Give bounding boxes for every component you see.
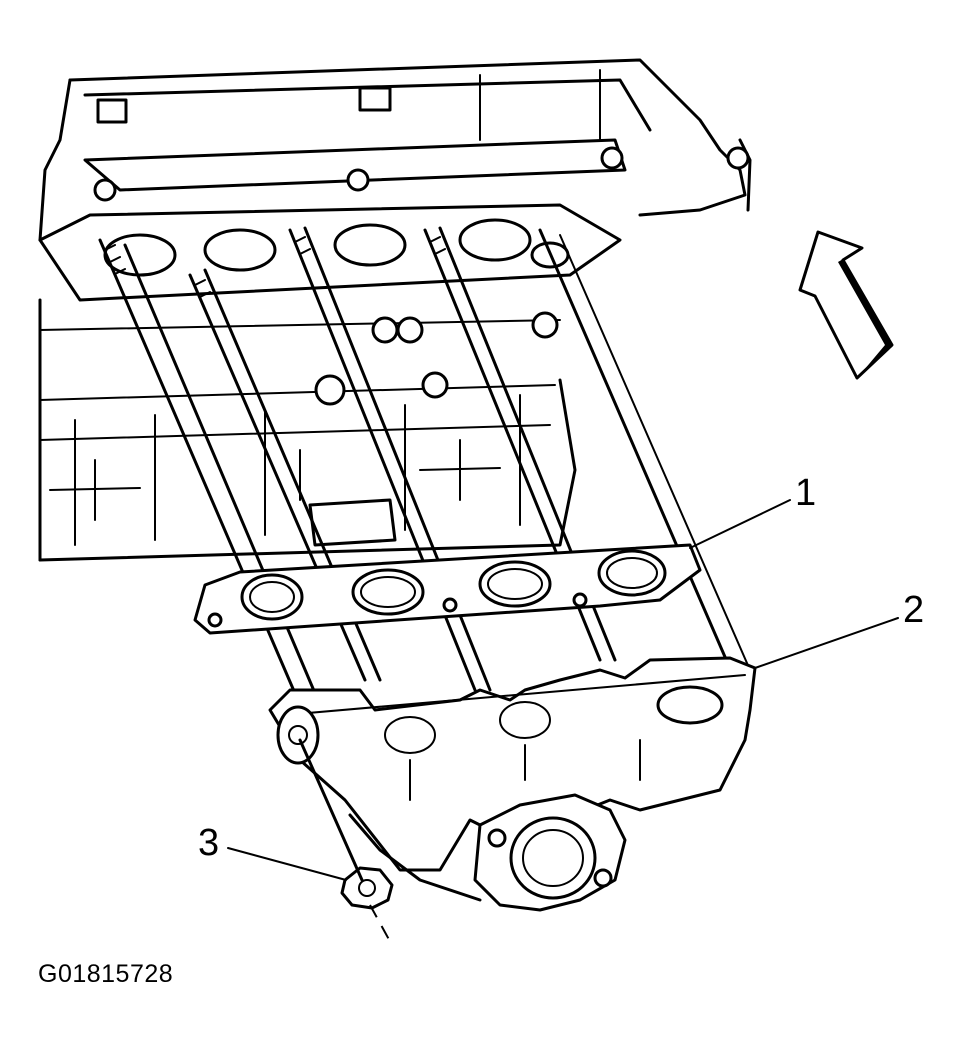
callout-3: 3 <box>198 822 219 864</box>
manifold-studs <box>98 226 751 707</box>
engine-block-drawing <box>38 58 752 562</box>
direction-arrow-icon <box>798 230 894 380</box>
exhaust-manifold-gasket <box>193 543 702 635</box>
callout-1: 1 <box>795 472 816 514</box>
figure-id: G01815728 <box>38 960 174 988</box>
manifold-nut <box>298 738 394 946</box>
exhaust-manifold <box>268 656 757 912</box>
callout-2: 2 <box>903 589 924 631</box>
callout-leaders <box>227 499 899 881</box>
